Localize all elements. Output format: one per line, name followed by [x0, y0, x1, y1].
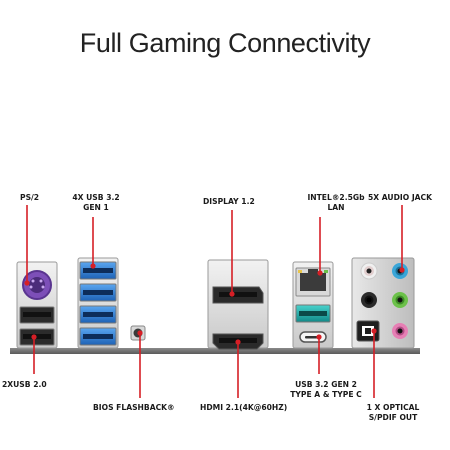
hdmi-label: HDMI 2.1(4K@60HZ) — [200, 403, 288, 412]
bios-flashback-label: BIOS FLASHBACK® — [93, 403, 175, 412]
usb32-gen1-stack — [77, 257, 119, 349]
display-hdmi-stack — [207, 259, 269, 350]
ps2-label: PS/2 — [20, 193, 40, 202]
optical-label-line2: S/PDIF OUT — [368, 413, 418, 422]
audio-stack — [351, 257, 415, 349]
callout-lines — [26, 205, 403, 398]
usb32-gen2-label-line2: TYPE A & TYPE C — [290, 390, 362, 399]
usb32-gen2-label-line1: USB 3.2 GEN 2 — [295, 380, 357, 389]
usb32-gen2-label: USB 3.2 GEN 2 TYPE A & TYPE C — [287, 380, 365, 400]
usb32-gen1-label-line1: 4X USB 3.2 — [72, 193, 120, 202]
lan-label-line2: LAN — [327, 203, 345, 212]
optical-label-line1: 1 X OPTICAL — [366, 403, 420, 412]
audio-label: 5X AUDIO JACK — [368, 193, 432, 202]
usb32-gen1-label: 4X USB 3.2 GEN 1 — [60, 193, 132, 213]
ps2-usb20-stack — [16, 261, 58, 349]
lan-label: INTEL®2.5Gb LAN — [303, 193, 369, 213]
io-shield-plate — [10, 348, 420, 354]
lan-label-line1: INTEL®2.5Gb — [307, 193, 365, 202]
page-title: Full Gaming Connectivity — [79, 28, 371, 58]
usb32-gen1-label-line2: GEN 1 — [83, 203, 109, 212]
display-label: DISPLAY 1.2 — [203, 197, 255, 206]
callout-dots — [24, 263, 405, 345]
optical-label: 1 X OPTICAL S/PDIF OUT — [360, 403, 426, 423]
usb20-label: 2XUSB 2.0 — [2, 380, 47, 389]
lan-usb-gen2-stack — [292, 261, 334, 349]
